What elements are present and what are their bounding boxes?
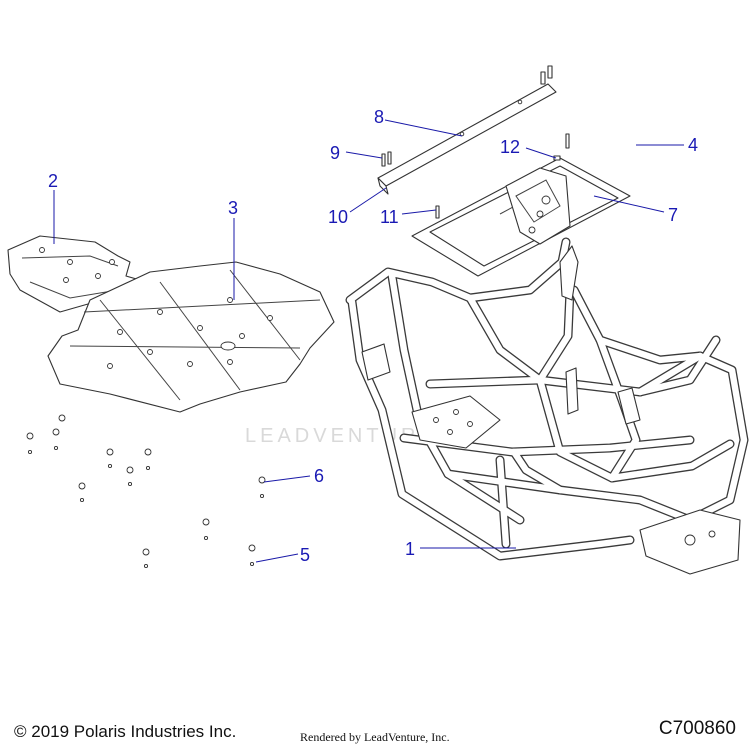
diagram-code: C700860 [658, 718, 736, 739]
callout-1: 1 [405, 539, 415, 559]
callout-10: 10 [328, 207, 348, 227]
callout-3: 3 [228, 198, 238, 218]
callout-9: 9 [330, 143, 340, 163]
cross-rail [377, 65, 557, 195]
callout-6: 6 [314, 466, 324, 486]
callout-8: 8 [374, 107, 384, 127]
leader-lines [53, 119, 684, 563]
fasteners-skid-plate [26, 414, 266, 569]
callout-12: 12 [500, 137, 520, 157]
callout-2: 2 [48, 171, 58, 191]
main-chassis-frame [345, 237, 749, 575]
copyright-notice: © 2019 Polaris Industries Inc. [14, 722, 237, 741]
callout-11: 11 [380, 207, 399, 227]
callout-7: 7 [668, 205, 678, 225]
skid-plate-main [47, 261, 335, 413]
rear-subframe [411, 133, 631, 277]
bolt-9 [381, 151, 392, 167]
rendered-by-credit: Rendered by LeadVenture, Inc. [300, 730, 450, 744]
callout-4: 4 [688, 135, 698, 155]
callout-5: 5 [300, 545, 310, 565]
